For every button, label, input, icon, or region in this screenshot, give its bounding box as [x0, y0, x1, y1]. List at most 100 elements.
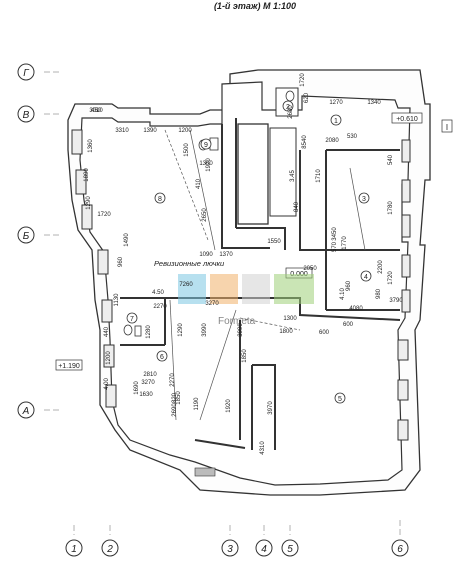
dimension-label: 410: [196, 178, 202, 189]
dimension-label: 3270: [141, 380, 155, 386]
dimension-label: 1710: [316, 169, 322, 183]
dimension-label: 3310: [115, 128, 129, 134]
dimension-label: 2690: [172, 403, 178, 417]
dimension-label: 600: [343, 322, 354, 328]
dimension-label: 840: [294, 201, 300, 212]
axis-number: 1: [71, 544, 77, 555]
room-number: 3: [362, 196, 366, 203]
dimension-label: 1360: [88, 139, 94, 153]
dimension-label: 2680: [288, 105, 294, 119]
dimension-label: 1800: [279, 329, 293, 335]
dimension-label: 960: [118, 256, 124, 267]
dimension-label: 4.50: [152, 290, 164, 296]
room-number: 7: [130, 316, 134, 323]
dimension-label: 450: [91, 108, 102, 114]
room-number: 1: [334, 118, 338, 125]
dimension-label: 2200: [378, 260, 384, 274]
axis-number: 2: [106, 544, 113, 555]
dimension-label: 1770: [342, 236, 348, 250]
axis-number: 5: [287, 544, 293, 555]
dimension-label: 1370: [219, 252, 233, 258]
room-number: 9: [204, 142, 208, 149]
dimension-label: 4310: [260, 441, 266, 455]
dimension-label: 7260: [179, 282, 193, 288]
dimension-label: 540: [388, 154, 394, 165]
dimension-label: 820: [172, 392, 178, 403]
right-windows: [397, 139, 411, 441]
dimension-label: 1720: [300, 73, 306, 87]
room-5-diagonal: [239, 317, 301, 331]
axis-letter: Б: [23, 231, 30, 242]
revision-hatch-zone: [194, 467, 216, 477]
interior-walls: [120, 118, 401, 450]
dimension-label: 620: [304, 92, 310, 103]
axis-letters: Г В Б А: [17, 63, 35, 419]
dimension-label: 2650: [202, 208, 208, 222]
watermark-logo: Formeta: [178, 274, 314, 327]
dimension-label: 600: [319, 330, 330, 336]
dimension-label: 1720: [388, 271, 394, 285]
room-8-diagonal-2: [189, 129, 216, 251]
revision-hatches-note: Ревизионные лючки: [154, 259, 225, 268]
dimension-label: 1780: [388, 201, 394, 215]
axis-number: 4: [261, 544, 267, 555]
dimension-label: 440: [104, 326, 110, 337]
dimension-label: 1290: [178, 323, 184, 337]
dimension-label: 1920: [226, 399, 232, 413]
dimension-label: 1200: [106, 351, 112, 365]
dimension-label: 2270: [153, 304, 167, 310]
watermark-text: Formeta: [218, 316, 256, 327]
room-number: 5: [338, 396, 342, 403]
dimension-label: 3450: [332, 227, 338, 241]
level-mark: +1.190: [58, 363, 80, 370]
side-mark-box: [441, 119, 453, 133]
level-mark: +0.610: [396, 116, 418, 123]
dimension-label: 1200: [178, 128, 192, 134]
axis-letter: А: [22, 406, 30, 417]
axis-letter: Г: [23, 68, 30, 79]
room-6-diagonal: [169, 299, 177, 421]
dimension-label: 1130: [114, 293, 120, 307]
dimension-label: 3270: [205, 301, 219, 307]
dimension-label: 3.45: [290, 170, 296, 182]
dimension-label: 980: [376, 288, 382, 299]
axis-number: 6: [397, 544, 403, 555]
dimension-label: 1340: [367, 100, 381, 106]
dimension-label: 1890: [84, 168, 90, 182]
dimension-label: 1920: [206, 158, 212, 172]
dimension-label: 3990: [238, 323, 244, 337]
room-5-diagonal-2: [199, 309, 237, 421]
dimension-label: 1390: [143, 128, 157, 134]
dimension-label: 4.00: [104, 378, 110, 390]
dimension-label: 3970: [268, 401, 274, 415]
grid-lines: [44, 71, 401, 535]
plan-title: (1-й этаж) М 1:100: [214, 1, 296, 11]
stair-core: [269, 127, 297, 217]
dimension-diagonal: [349, 167, 366, 251]
dimension-label: 1290: [86, 196, 92, 210]
dimension-label: 1630: [139, 392, 153, 398]
room-number: 6: [160, 354, 164, 361]
dimension-label: 1270: [329, 100, 343, 106]
axis-numbers: 1 2 3 4 5 6: [65, 539, 409, 557]
dimension-label: 1490: [124, 233, 130, 247]
stairwell: [237, 123, 269, 225]
dimension-label: 2270: [170, 373, 176, 387]
side-mark: I: [446, 123, 448, 132]
room-number: 2: [286, 104, 290, 111]
room-labels: 1 2 3 4 5 6 7 8 9: [126, 100, 372, 404]
dimension-label: 4.10: [340, 288, 346, 300]
dimension-label: 4080: [349, 306, 363, 312]
dimension-label: 3790: [389, 298, 403, 304]
dimension-label: 1090: [199, 252, 213, 258]
dimension-label: 1850: [176, 391, 182, 405]
dimension-label: 1550: [267, 239, 281, 245]
axis-number: 3: [227, 544, 233, 555]
dimension-label: 2810: [143, 372, 157, 378]
dimension-label: 1280: [146, 325, 152, 339]
left-windows: [71, 129, 117, 408]
dimension-label: 2050: [303, 266, 317, 272]
dimension-label: 1300: [283, 316, 297, 322]
